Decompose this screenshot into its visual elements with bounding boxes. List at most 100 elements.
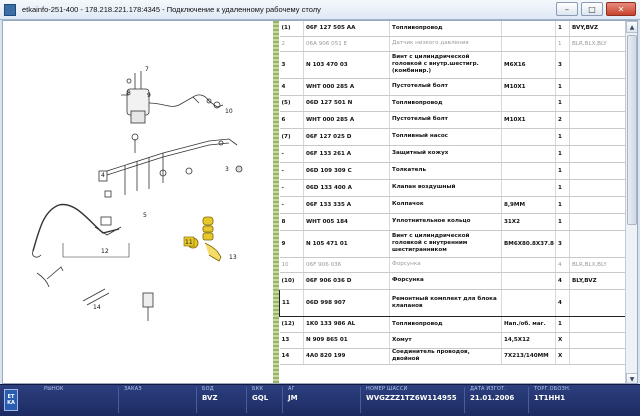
description-cell: Пустотелый болт — [389, 111, 502, 129]
status-field-value: GQL — [252, 394, 269, 402]
minimize-button[interactable]: – — [556, 2, 578, 16]
callout-11[interactable]: 11 — [185, 239, 193, 246]
model-cell: BVY,BVZ — [569, 21, 625, 37]
model-cell — [569, 51, 625, 79]
pos-cell: - — [279, 179, 304, 197]
spec-cell — [501, 257, 556, 273]
status-separator — [196, 387, 197, 413]
description-cell: Топливопровод — [389, 95, 502, 112]
part-number-cell: 06F 127 025 D — [303, 128, 390, 146]
description-cell: Форсунка — [389, 272, 502, 290]
callout-11-highlight[interactable] — [183, 236, 195, 247]
part-number-cell: 06D 998 907 — [303, 288, 390, 317]
close-button[interactable]: ✕ — [606, 2, 636, 16]
model-cell — [569, 196, 625, 214]
callout-13[interactable]: 13 — [229, 254, 237, 261]
description-cell: Толкатель — [389, 162, 502, 180]
quantity-cell: 4 — [555, 272, 570, 290]
callout-9[interactable]: 9 — [147, 92, 151, 99]
quantity-cell: 4 — [555, 288, 570, 317]
spec-cell: M10X1 — [501, 111, 556, 129]
callout-4[interactable]: 4 — [101, 172, 105, 179]
description-cell: Пустотелый болт — [389, 78, 502, 96]
pos-cell: 9 — [279, 230, 304, 258]
description-cell: Хомут — [389, 332, 502, 349]
model-cell — [569, 230, 625, 258]
quantity-cell: 1 — [555, 36, 570, 52]
status-separator — [528, 387, 529, 413]
model-cell — [569, 162, 625, 180]
callout-12[interactable]: 12 — [101, 248, 109, 255]
status-field-value: 21.01.2006 — [470, 394, 515, 402]
quantity-cell: X — [555, 348, 570, 365]
vertical-scrollbar[interactable]: ▲ ▼ — [625, 21, 637, 383]
callout-8[interactable]: 8 — [127, 90, 131, 97]
callout-10[interactable]: 10 — [225, 108, 233, 115]
pos-cell: - — [279, 145, 304, 163]
pos-cell: - — [279, 196, 304, 214]
panel-divider[interactable] — [273, 21, 279, 383]
quantity-cell: 1 — [555, 95, 570, 112]
status-field-value: BVZ — [202, 394, 218, 402]
window-titlebar: etkainfo-251-400 - 178.218.221.178:4345 … — [0, 0, 640, 20]
model-cell — [569, 95, 625, 112]
status-separator — [282, 387, 283, 413]
part-number-cell: 4A0 820 199 — [303, 348, 390, 365]
part-number-cell: N 105 471 01 — [303, 230, 390, 258]
spec-cell: 14,5X12 — [501, 332, 556, 349]
etka-logo: ET KA — [4, 389, 18, 411]
scroll-up-arrow[interactable]: ▲ — [626, 21, 637, 33]
pos-cell: 8 — [279, 213, 304, 231]
quantity-cell: 1 — [555, 196, 570, 214]
callout-14[interactable]: 14 — [93, 304, 101, 311]
quantity-cell: 1 — [555, 162, 570, 180]
maximize-button[interactable]: □ — [581, 2, 603, 16]
description-cell: Защитный кожух — [389, 145, 502, 163]
quantity-cell: 1 — [555, 21, 570, 37]
part-number-cell: 06F 133 335 A — [303, 196, 390, 214]
model-cell: BLR,BLX,BLY — [569, 257, 625, 273]
logo-text-bottom: KA — [7, 400, 15, 406]
part-number-cell: 1K0 133 986 AL — [303, 316, 390, 333]
part-number-cell: WHT 005 184 — [303, 213, 390, 231]
callout-5[interactable]: 5 — [143, 212, 147, 219]
callout-7[interactable]: 7 — [145, 66, 149, 73]
spec-cell: Нап./об. маг. — [501, 316, 556, 333]
client-area: 7 8 9 10 4 5 3 12 13 14 11 (1)06F 127 50… — [2, 20, 638, 384]
description-cell: Винт с цилиндрической головкой с внутрен… — [389, 230, 502, 258]
spec-cell — [501, 288, 556, 317]
pos-cell: (5) — [279, 95, 304, 112]
pos-cell: 13 — [279, 332, 304, 349]
spec-cell — [501, 128, 556, 146]
spec-cell: 31X2 — [501, 213, 556, 231]
callout-3[interactable]: 3 — [225, 166, 229, 173]
part-number-cell: N 103 470 03 — [303, 51, 390, 79]
pos-cell: - — [279, 162, 304, 180]
scroll-thumb[interactable] — [627, 35, 637, 225]
scroll-down-arrow[interactable]: ▼ — [626, 373, 637, 383]
status-field-value: WVGZZZ1TZ6W114955 — [366, 394, 457, 402]
pos-cell: 4 — [279, 78, 304, 96]
status-field-value: JM — [288, 394, 298, 402]
quantity-cell: 1 — [555, 179, 570, 197]
